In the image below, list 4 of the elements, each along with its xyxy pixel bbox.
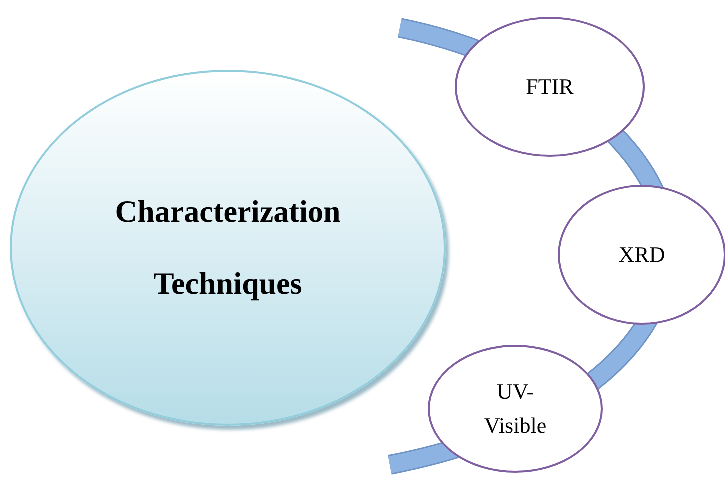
topic-title: Characterization Techniques <box>114 193 342 303</box>
technique-label: XRD <box>618 241 666 269</box>
technique-label: FTIR <box>526 73 574 101</box>
technique-label: UV- Visible <box>483 378 548 440</box>
